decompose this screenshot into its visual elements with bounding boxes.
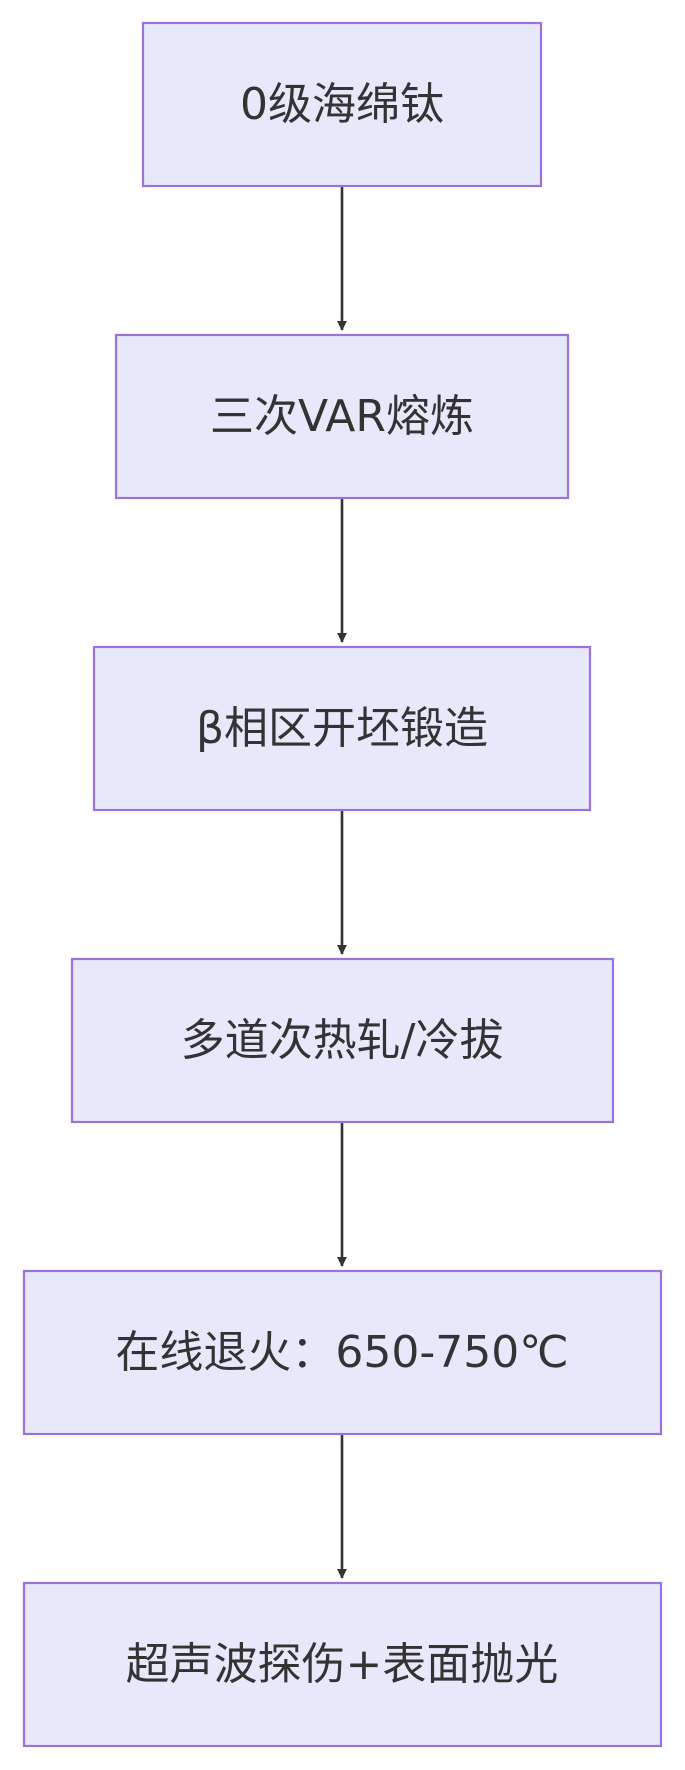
- node-box: [70, 957, 615, 1124]
- node-box: [141, 21, 543, 188]
- node-ultrasonic-polishing: 超声波探伤+表面抛光: [22, 1581, 663, 1748]
- node-box: [22, 1269, 663, 1436]
- node-label: β相区开坯锻造: [196, 703, 488, 754]
- node-label: 三次VAR熔炼: [210, 391, 474, 442]
- nodes-layer: 0级海绵钛 三次VAR熔炼 β相区开坯锻造 多道次热轧/冷拔 在线退火：650-…: [22, 21, 663, 1748]
- node-label: 在线退火：650-750℃: [115, 1327, 568, 1378]
- node-sponge-titanium: 0级海绵钛: [141, 21, 543, 188]
- node-label: 0级海绵钛: [240, 79, 444, 130]
- node-var-melting: 三次VAR熔炼: [114, 333, 570, 500]
- node-beta-forging: β相区开坯锻造: [92, 645, 592, 812]
- node-box: [114, 333, 570, 500]
- node-label: 超声波探伤+表面抛光: [126, 1639, 559, 1690]
- node-label: 多道次热轧/冷拔: [181, 1015, 504, 1066]
- node-hot-rolling-cold-drawing: 多道次热轧/冷拔: [70, 957, 615, 1124]
- node-box: [92, 645, 592, 812]
- node-online-annealing: 在线退火：650-750℃: [22, 1269, 663, 1436]
- node-box: [22, 1581, 663, 1748]
